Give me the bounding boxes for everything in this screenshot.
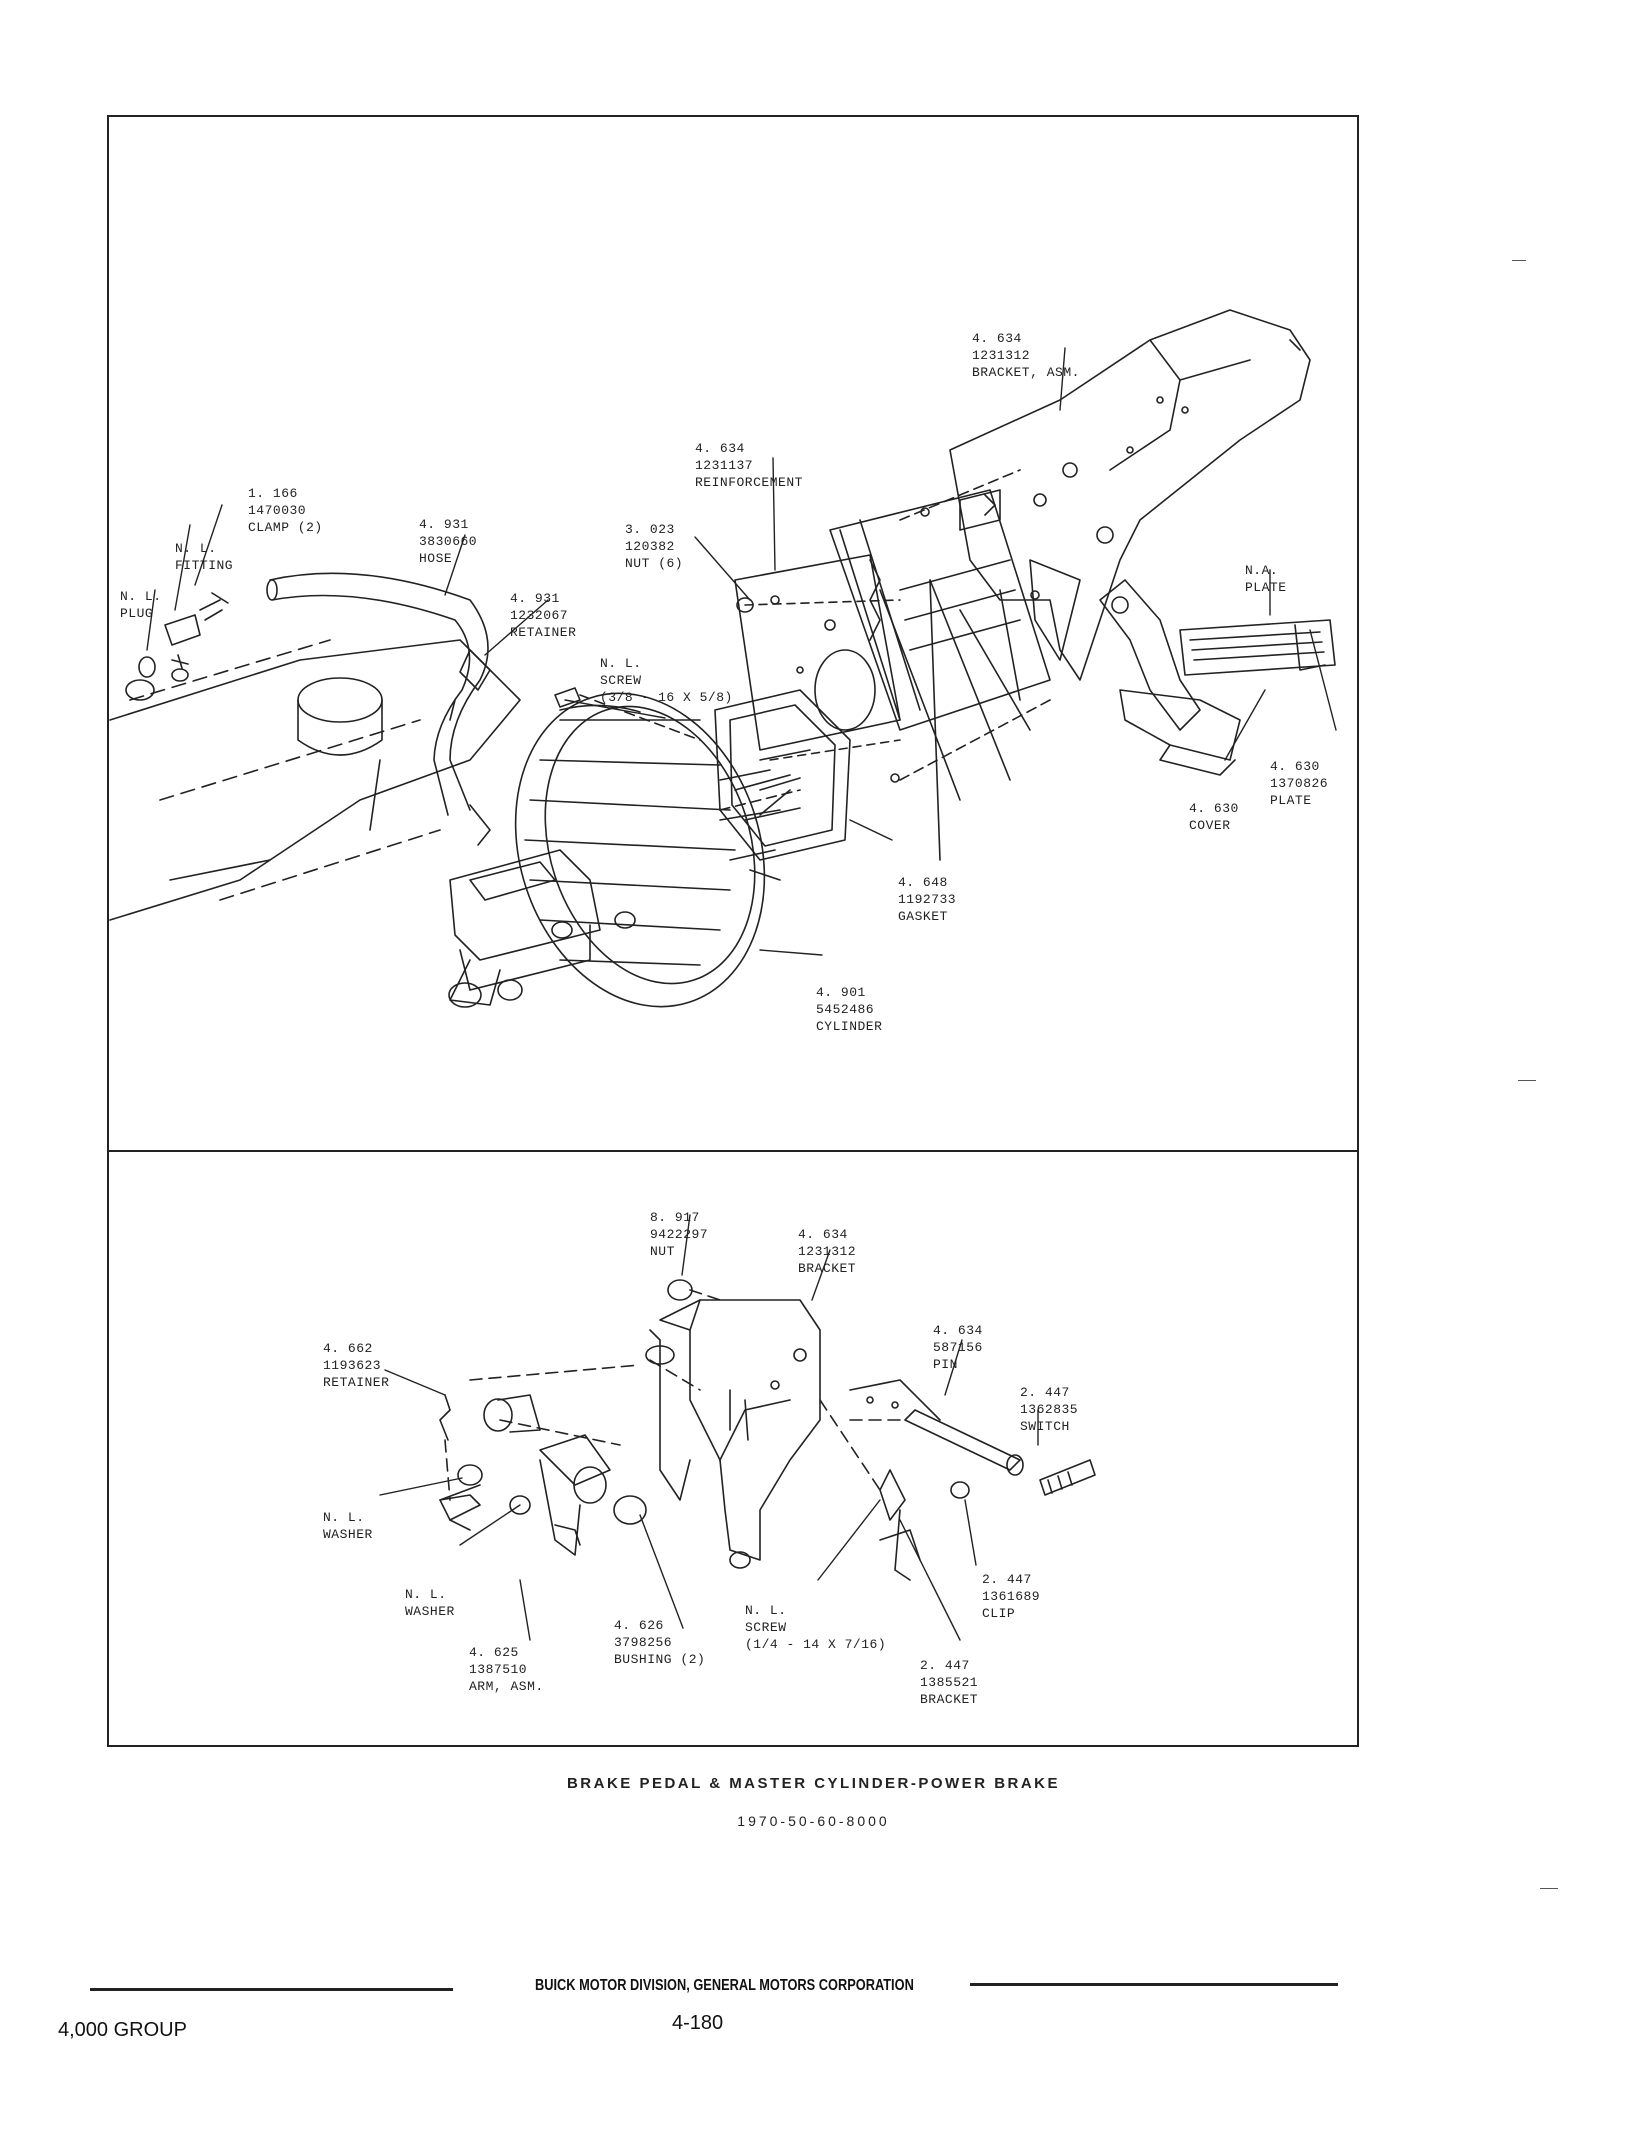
plug-fitting-parts bbox=[138, 592, 229, 678]
margin-mark bbox=[1518, 1080, 1536, 1081]
power-booster bbox=[514, 692, 801, 1008]
lower-nut-shape bbox=[667, 1279, 693, 1301]
lower-bracket bbox=[645, 1299, 941, 1569]
figure-code: 1970-50-60-8000 bbox=[737, 1813, 890, 1829]
margin-mark bbox=[1540, 1888, 1558, 1889]
label-plug: N. L.PLUG bbox=[120, 589, 162, 621]
master-cylinder bbox=[448, 849, 636, 1008]
retainer-clip-shape bbox=[439, 1394, 451, 1441]
footer-rule-right bbox=[970, 1983, 1338, 1986]
footer-group: 4,000 GROUP bbox=[58, 2019, 187, 2041]
assembly-dash-lines bbox=[444, 1289, 906, 1501]
label-na-plate: N.A.PLATE bbox=[1245, 563, 1287, 595]
gasket-plate bbox=[714, 689, 851, 861]
label-screw-lower: N. L.SCREW(1/4 - 14 x 7/16) bbox=[745, 1603, 887, 1652]
brake-pedal-arm bbox=[1099, 579, 1241, 776]
figure-title: BRAKE PEDAL & MASTER CYLINDER-POWER BRAK… bbox=[566, 1775, 1061, 1792]
arm-assembly bbox=[439, 1394, 647, 1556]
label-washer-1: N. L.WASHER bbox=[323, 1510, 373, 1542]
firewall-panel bbox=[829, 489, 1051, 801]
footer-company: BUICK MOTOR DIVISION, GENERAL MOTORS COR… bbox=[535, 1977, 914, 1994]
pedal-pad bbox=[1179, 619, 1336, 676]
vacuum-hose bbox=[266, 572, 491, 846]
upper-hardware bbox=[554, 469, 1051, 861]
pin-switch-group bbox=[879, 1409, 1096, 1581]
label-screw-upper: N. L.SCREW(3/8 - 16 x 5/8) bbox=[600, 656, 733, 705]
leader-lines bbox=[146, 347, 1337, 1641]
engine-outline bbox=[109, 639, 521, 921]
label-washer-2: N. L.WASHER bbox=[405, 1587, 455, 1619]
panel-divider bbox=[107, 1150, 1359, 1152]
label-fitting: N. L.FITTING bbox=[175, 541, 234, 573]
page-number: 4-180 bbox=[672, 2012, 724, 2034]
footer-rule-left bbox=[90, 1988, 453, 1991]
pedal-bracket-asm bbox=[949, 309, 1311, 681]
margin-mark bbox=[1512, 260, 1526, 261]
diagram-frame bbox=[107, 115, 1359, 1747]
